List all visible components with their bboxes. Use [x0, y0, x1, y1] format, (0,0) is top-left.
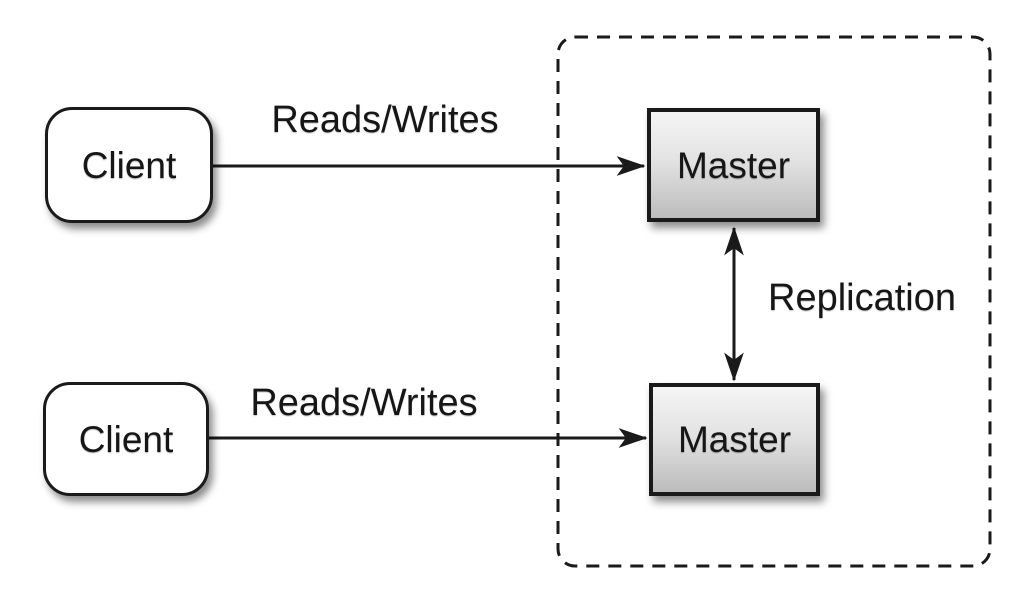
node-master-bottom: Master: [649, 383, 820, 496]
reads-writes-label-bottom: Reads/Writes: [250, 382, 478, 424]
node-client-top: Client: [45, 107, 213, 223]
node-master-bottom-label: Master: [677, 419, 792, 460]
node-client-bottom-label: Client: [78, 418, 174, 460]
node-master-top: Master: [647, 108, 820, 222]
replication-label: Replication: [768, 277, 956, 319]
replication-group-boundary: [556, 35, 992, 568]
node-client-top-label: Client: [81, 144, 177, 186]
node-master-top-label: Master: [676, 144, 791, 186]
node-client-bottom: Client: [43, 382, 209, 496]
reads-writes-label-top: Reads/Writes: [271, 99, 499, 141]
